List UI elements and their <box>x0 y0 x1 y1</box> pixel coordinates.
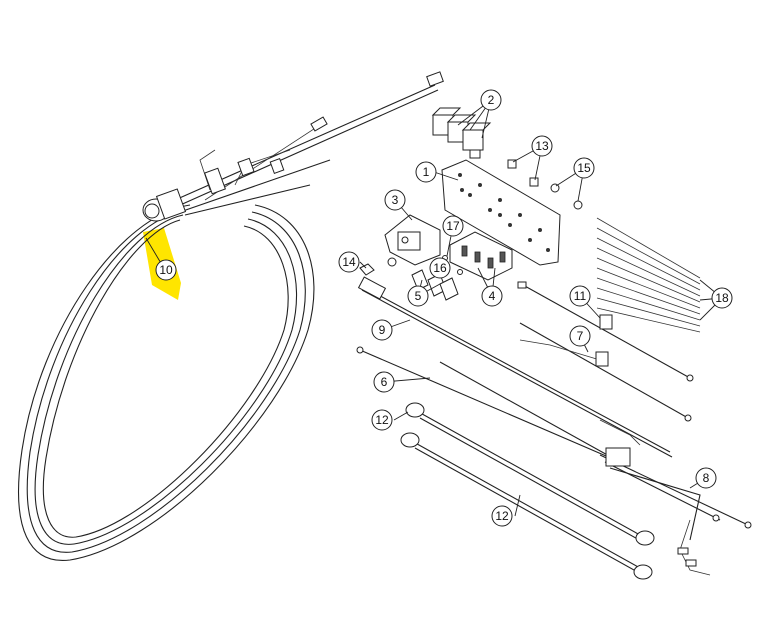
svg-text:7: 7 <box>577 329 584 343</box>
callout-10: 10 <box>155 259 177 281</box>
callout-5: 5 <box>407 285 429 307</box>
battery-cables <box>400 402 655 580</box>
cable-11 <box>517 281 694 382</box>
svg-text:14: 14 <box>342 255 356 269</box>
callout-18: 18 <box>711 287 733 309</box>
callout-8: 8 <box>695 467 717 489</box>
callout-9: 9 <box>371 319 393 341</box>
svg-text:13: 13 <box>535 139 549 153</box>
cable-6 <box>356 346 621 463</box>
svg-text:12: 12 <box>375 413 389 427</box>
connector-housing <box>384 214 441 266</box>
callout-6: 6 <box>373 371 395 393</box>
callout-12-lower: 12 <box>491 505 513 527</box>
callout-7: 7 <box>569 325 591 347</box>
callout-3: 3 <box>384 189 406 211</box>
svg-text:16: 16 <box>433 261 447 275</box>
svg-text:3: 3 <box>392 193 399 207</box>
callout-16: 16 <box>429 257 451 279</box>
svg-text:10: 10 <box>159 263 173 277</box>
svg-text:6: 6 <box>381 375 388 389</box>
svg-text:11: 11 <box>574 289 587 303</box>
svg-text:8: 8 <box>703 471 710 485</box>
cable-9 <box>357 276 673 458</box>
callout-11: 11 <box>569 285 591 307</box>
svg-text:5: 5 <box>415 289 422 303</box>
svg-text:2: 2 <box>488 93 495 107</box>
harness-trunk <box>142 71 444 222</box>
cable-ties <box>596 217 701 333</box>
harness-8 <box>599 447 752 576</box>
svg-text:12: 12 <box>495 509 509 523</box>
svg-text:9: 9 <box>379 323 386 337</box>
hardware <box>359 159 583 276</box>
callout-13: 13 <box>531 135 553 157</box>
svg-text:1: 1 <box>423 165 430 179</box>
callout-12-upper: 12 <box>371 409 393 431</box>
cable-7 <box>519 322 692 422</box>
svg-text:15: 15 <box>577 161 591 175</box>
callout-15: 15 <box>573 157 595 179</box>
relays <box>431 107 492 159</box>
main-harness-loop <box>18 204 315 561</box>
svg-text:18: 18 <box>715 291 729 305</box>
callout-1: 1 <box>415 161 437 183</box>
svg-text:4: 4 <box>489 289 496 303</box>
svg-text:17: 17 <box>446 219 460 233</box>
callout-4: 4 <box>481 285 503 307</box>
relay-board <box>441 159 561 266</box>
fuse-holders <box>449 231 513 281</box>
callout-14: 14 <box>338 251 360 273</box>
callout-17: 17 <box>442 215 464 237</box>
callout-2: 2 <box>480 89 502 111</box>
